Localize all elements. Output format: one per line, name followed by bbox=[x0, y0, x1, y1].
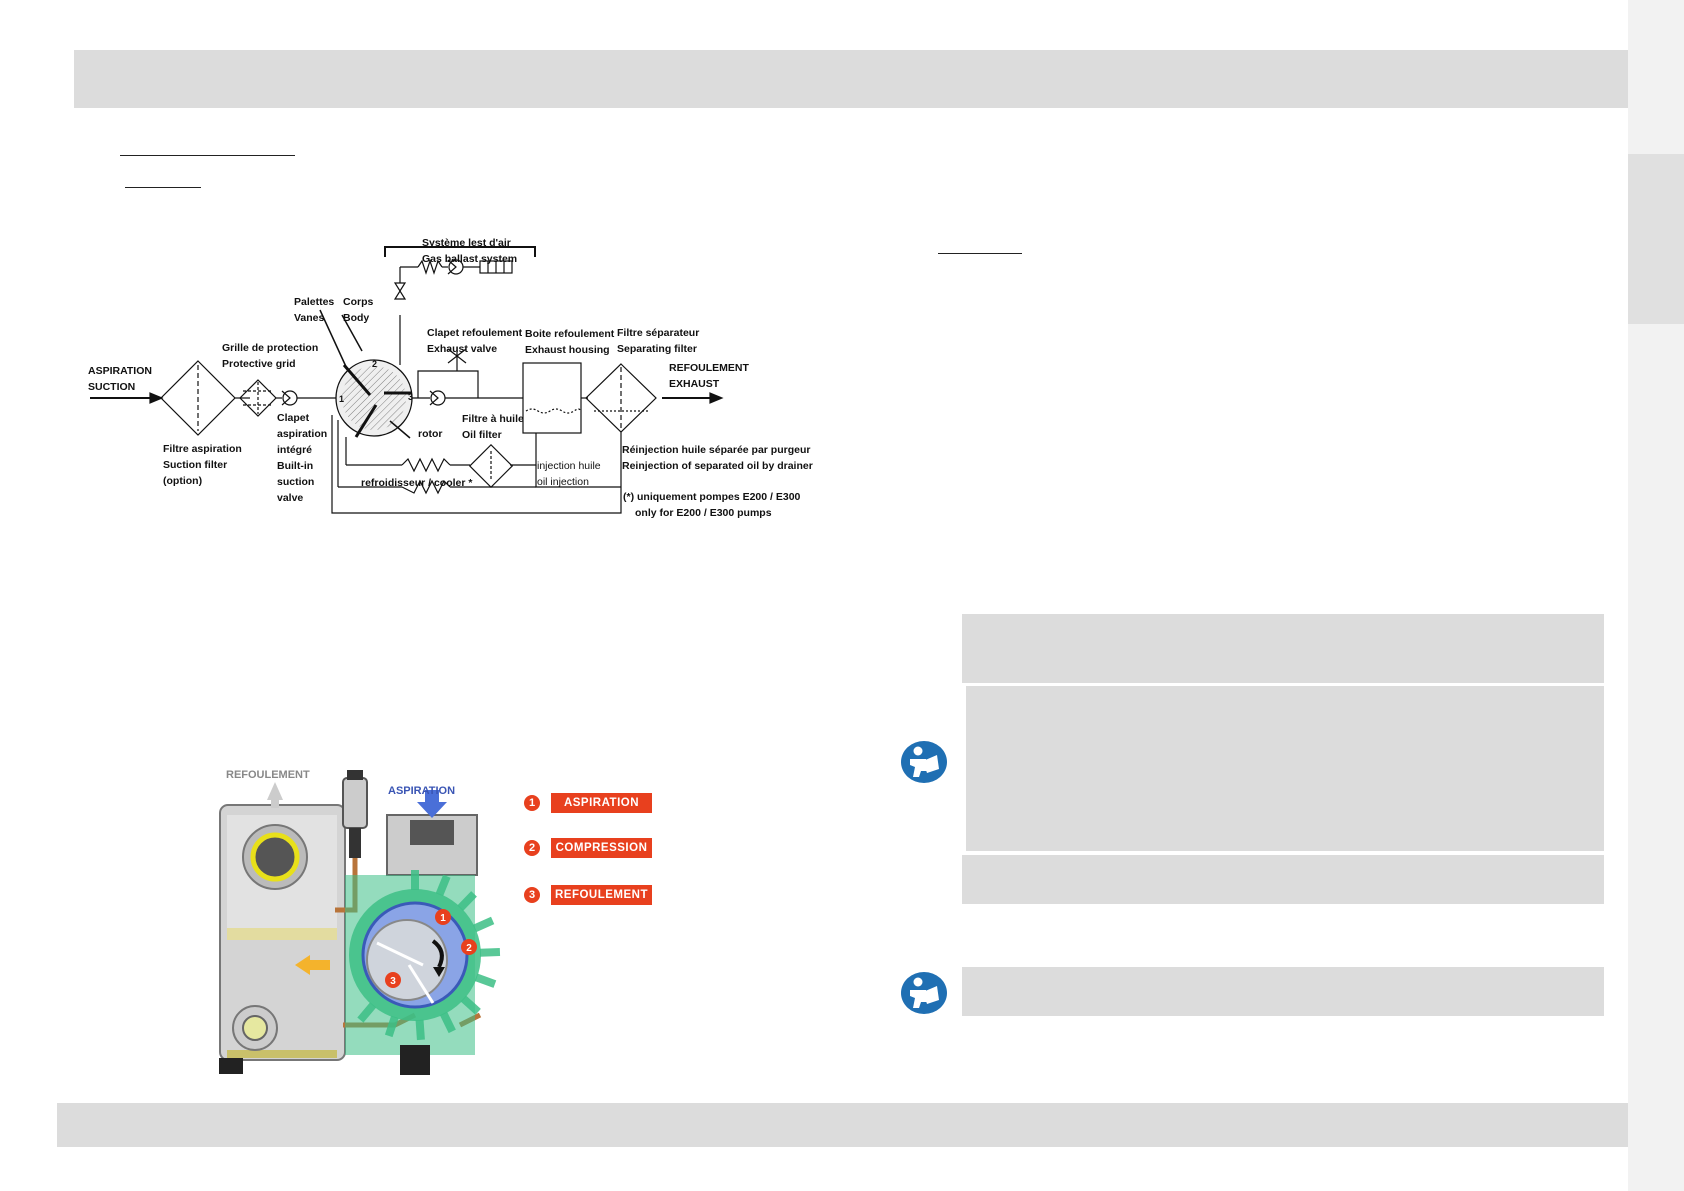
header-bar bbox=[74, 50, 1628, 108]
subsection-heading-underline bbox=[125, 187, 201, 188]
side-tab-active bbox=[1628, 154, 1684, 324]
read-manual-icon bbox=[901, 972, 947, 1014]
info-box-middle bbox=[966, 686, 1604, 851]
footer-bar bbox=[57, 1103, 1628, 1147]
info-box-top bbox=[962, 614, 1604, 683]
cooler-label: refroidisseur / cooler * bbox=[361, 477, 473, 489]
legend-item-compression: 2 COMPRESSION bbox=[522, 838, 652, 860]
chamber-number-2: 2 bbox=[372, 359, 377, 369]
legend-number: 3 bbox=[524, 887, 540, 903]
legend-item-aspiration: 1 ASPIRATION bbox=[522, 793, 652, 815]
section-heading-underline bbox=[120, 155, 295, 156]
read-manual-icon bbox=[901, 741, 947, 783]
chamber-marker-2: 2 bbox=[466, 943, 472, 954]
subsection-heading-underline-right bbox=[938, 253, 1022, 254]
legend-number: 1 bbox=[524, 795, 540, 811]
legend-label: REFOULEMENT bbox=[551, 885, 652, 905]
legend-label: ASPIRATION bbox=[551, 793, 652, 813]
legend-label: COMPRESSION bbox=[551, 838, 652, 858]
legend-number: 2 bbox=[524, 840, 540, 856]
side-tab-bottom bbox=[1628, 324, 1684, 1191]
rotor-label: rotor bbox=[418, 428, 443, 440]
chamber-number-3: 3 bbox=[408, 392, 413, 402]
pump-illustration: 1 2 3 bbox=[219, 770, 501, 1075]
pump-schematic: 1 2 3 bbox=[90, 246, 724, 514]
chamber-number-1: 1 bbox=[339, 394, 344, 404]
info-box-note bbox=[962, 967, 1604, 1016]
illustration-aspiration-label: ASPIRATION bbox=[388, 785, 456, 797]
legend-item-refoulement: 3 REFOULEMENT bbox=[522, 885, 652, 907]
side-tab-top bbox=[1628, 0, 1684, 154]
info-box-bottom bbox=[962, 855, 1604, 904]
chamber-marker-1: 1 bbox=[440, 913, 446, 924]
illustration-refoulement-label: REFOULEMENT bbox=[226, 769, 310, 781]
chamber-marker-3: 3 bbox=[390, 976, 396, 987]
